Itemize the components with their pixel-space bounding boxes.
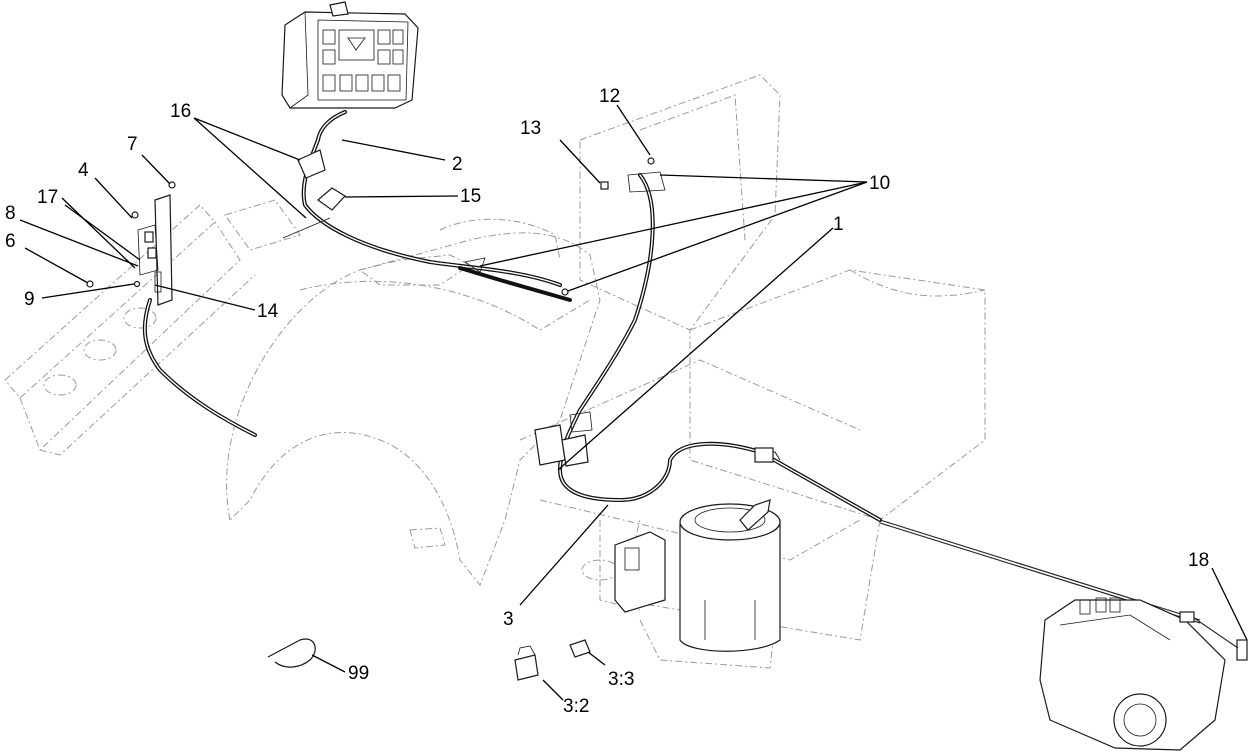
callout-3: 3 <box>503 609 514 630</box>
callout-3-3: 3:3 <box>608 669 634 690</box>
callout-17: 17 <box>37 187 58 208</box>
callout-15: 15 <box>460 186 481 207</box>
callout-18: 18 <box>1188 550 1209 571</box>
callout-8: 8 <box>5 203 16 224</box>
callout-9: 9 <box>24 289 35 310</box>
callout-16: 16 <box>170 101 191 122</box>
callout-7: 7 <box>127 134 138 155</box>
callout-4: 4 <box>78 160 89 181</box>
callout-1: 1 <box>833 214 844 235</box>
drive-unit <box>1039 597 1248 751</box>
wire-harness <box>142 110 1201 624</box>
cable-ties <box>282 149 346 239</box>
leader-lines <box>19 104 1248 701</box>
callout-99: 99 <box>348 663 369 684</box>
loose-parts <box>267 638 591 681</box>
callout-3-2: 3:2 <box>563 696 589 717</box>
callout-6: 6 <box>5 231 16 252</box>
callout-13: 13 <box>520 118 541 139</box>
seat-clips <box>463 157 666 296</box>
callout-14: 14 <box>257 301 279 322</box>
callout-12: 12 <box>599 86 620 107</box>
motor <box>614 499 781 652</box>
callouts: 1 2 3 3:2 3:3 4 6 7 8 9 10 12 13 14 15 1… <box>5 86 1209 717</box>
callout-10: 10 <box>869 173 890 194</box>
phantom-frame <box>4 74 986 669</box>
callout-2: 2 <box>452 154 463 175</box>
control-panel <box>281 1 419 109</box>
